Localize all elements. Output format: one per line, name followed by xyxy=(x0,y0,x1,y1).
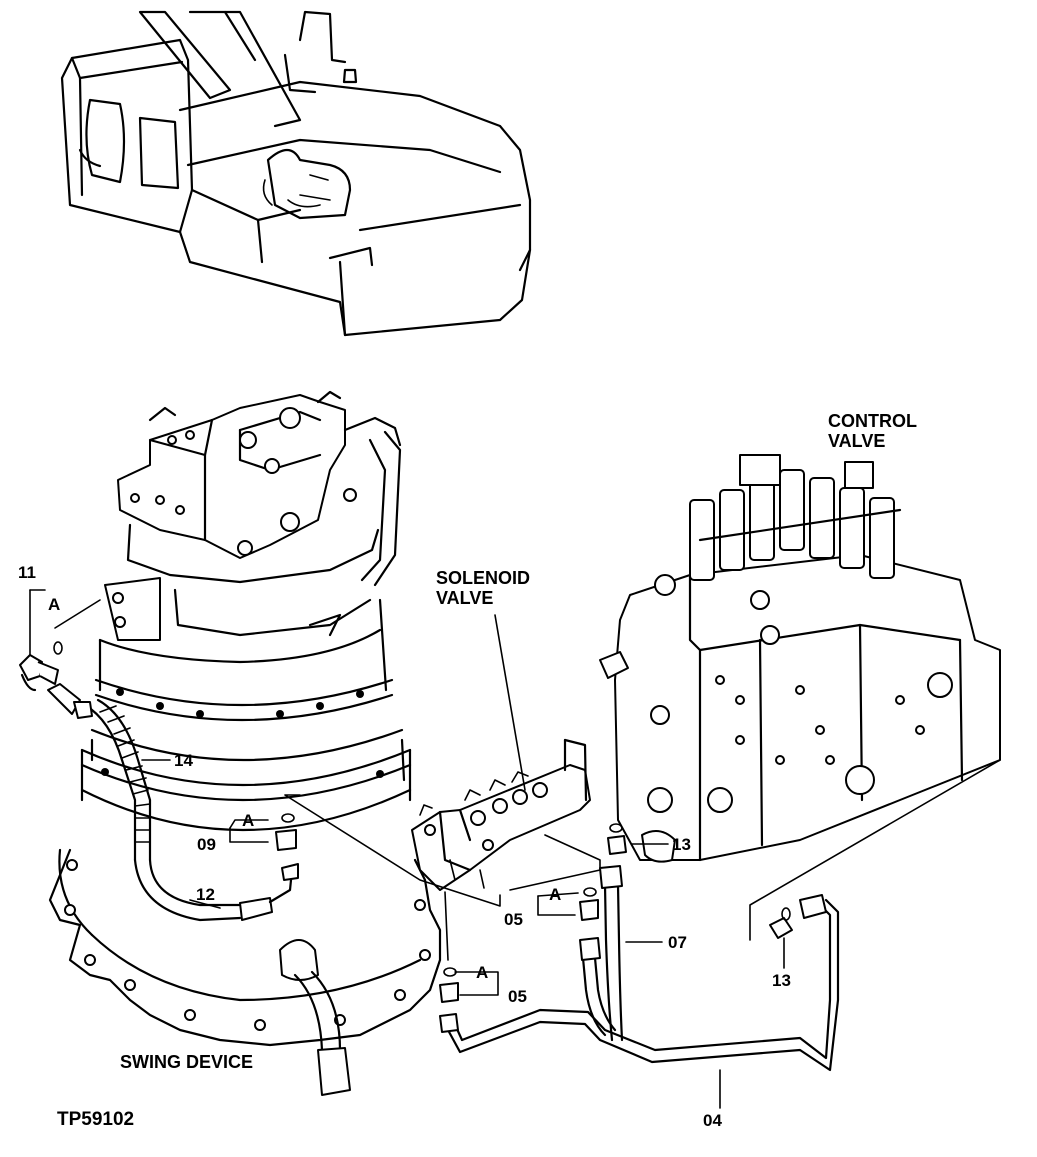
solenoid-valve-title-line2: VALVE xyxy=(436,588,493,608)
pipe-lines xyxy=(439,865,840,1072)
solenoid-valve-illustration xyxy=(284,738,601,1003)
title-solenoid-valve: SOLENOID VALVE xyxy=(436,568,530,608)
control-valve-title-line1: CONTROL xyxy=(828,411,917,431)
detail-ref-a-4: A xyxy=(476,963,488,982)
swing-device-title: SWING DEVICE xyxy=(120,1052,253,1072)
callout-05-lower: 05 xyxy=(508,987,527,1006)
detail-ref-a-2: A xyxy=(242,811,254,830)
callout-09: 09 xyxy=(197,835,216,854)
excavator-locator-illustration xyxy=(60,10,532,337)
leader-lines xyxy=(29,589,785,1109)
callout-12: 12 xyxy=(196,885,215,904)
detail-ref-a-1: A xyxy=(48,595,60,614)
solenoid-valve-title-line1: SOLENOID xyxy=(436,568,530,588)
callout-04: 04 xyxy=(703,1111,722,1130)
control-valve-title-line2: VALVE xyxy=(828,431,885,451)
control-valve-illustration xyxy=(599,454,1001,941)
callout-14: 14 xyxy=(174,751,193,770)
callout-07: 07 xyxy=(668,933,687,952)
callout-13-lower: 13 xyxy=(772,971,791,990)
callout-13-upper: 13 xyxy=(672,835,691,854)
detail-ref-a-3: A xyxy=(549,885,561,904)
callout-05-upper: 05 xyxy=(504,910,523,929)
title-control-valve: CONTROL VALVE xyxy=(828,411,917,451)
callout-11: 11 xyxy=(18,563,36,582)
figure-id: TP59102 xyxy=(57,1109,134,1130)
swing-device-illustration xyxy=(19,390,442,1096)
